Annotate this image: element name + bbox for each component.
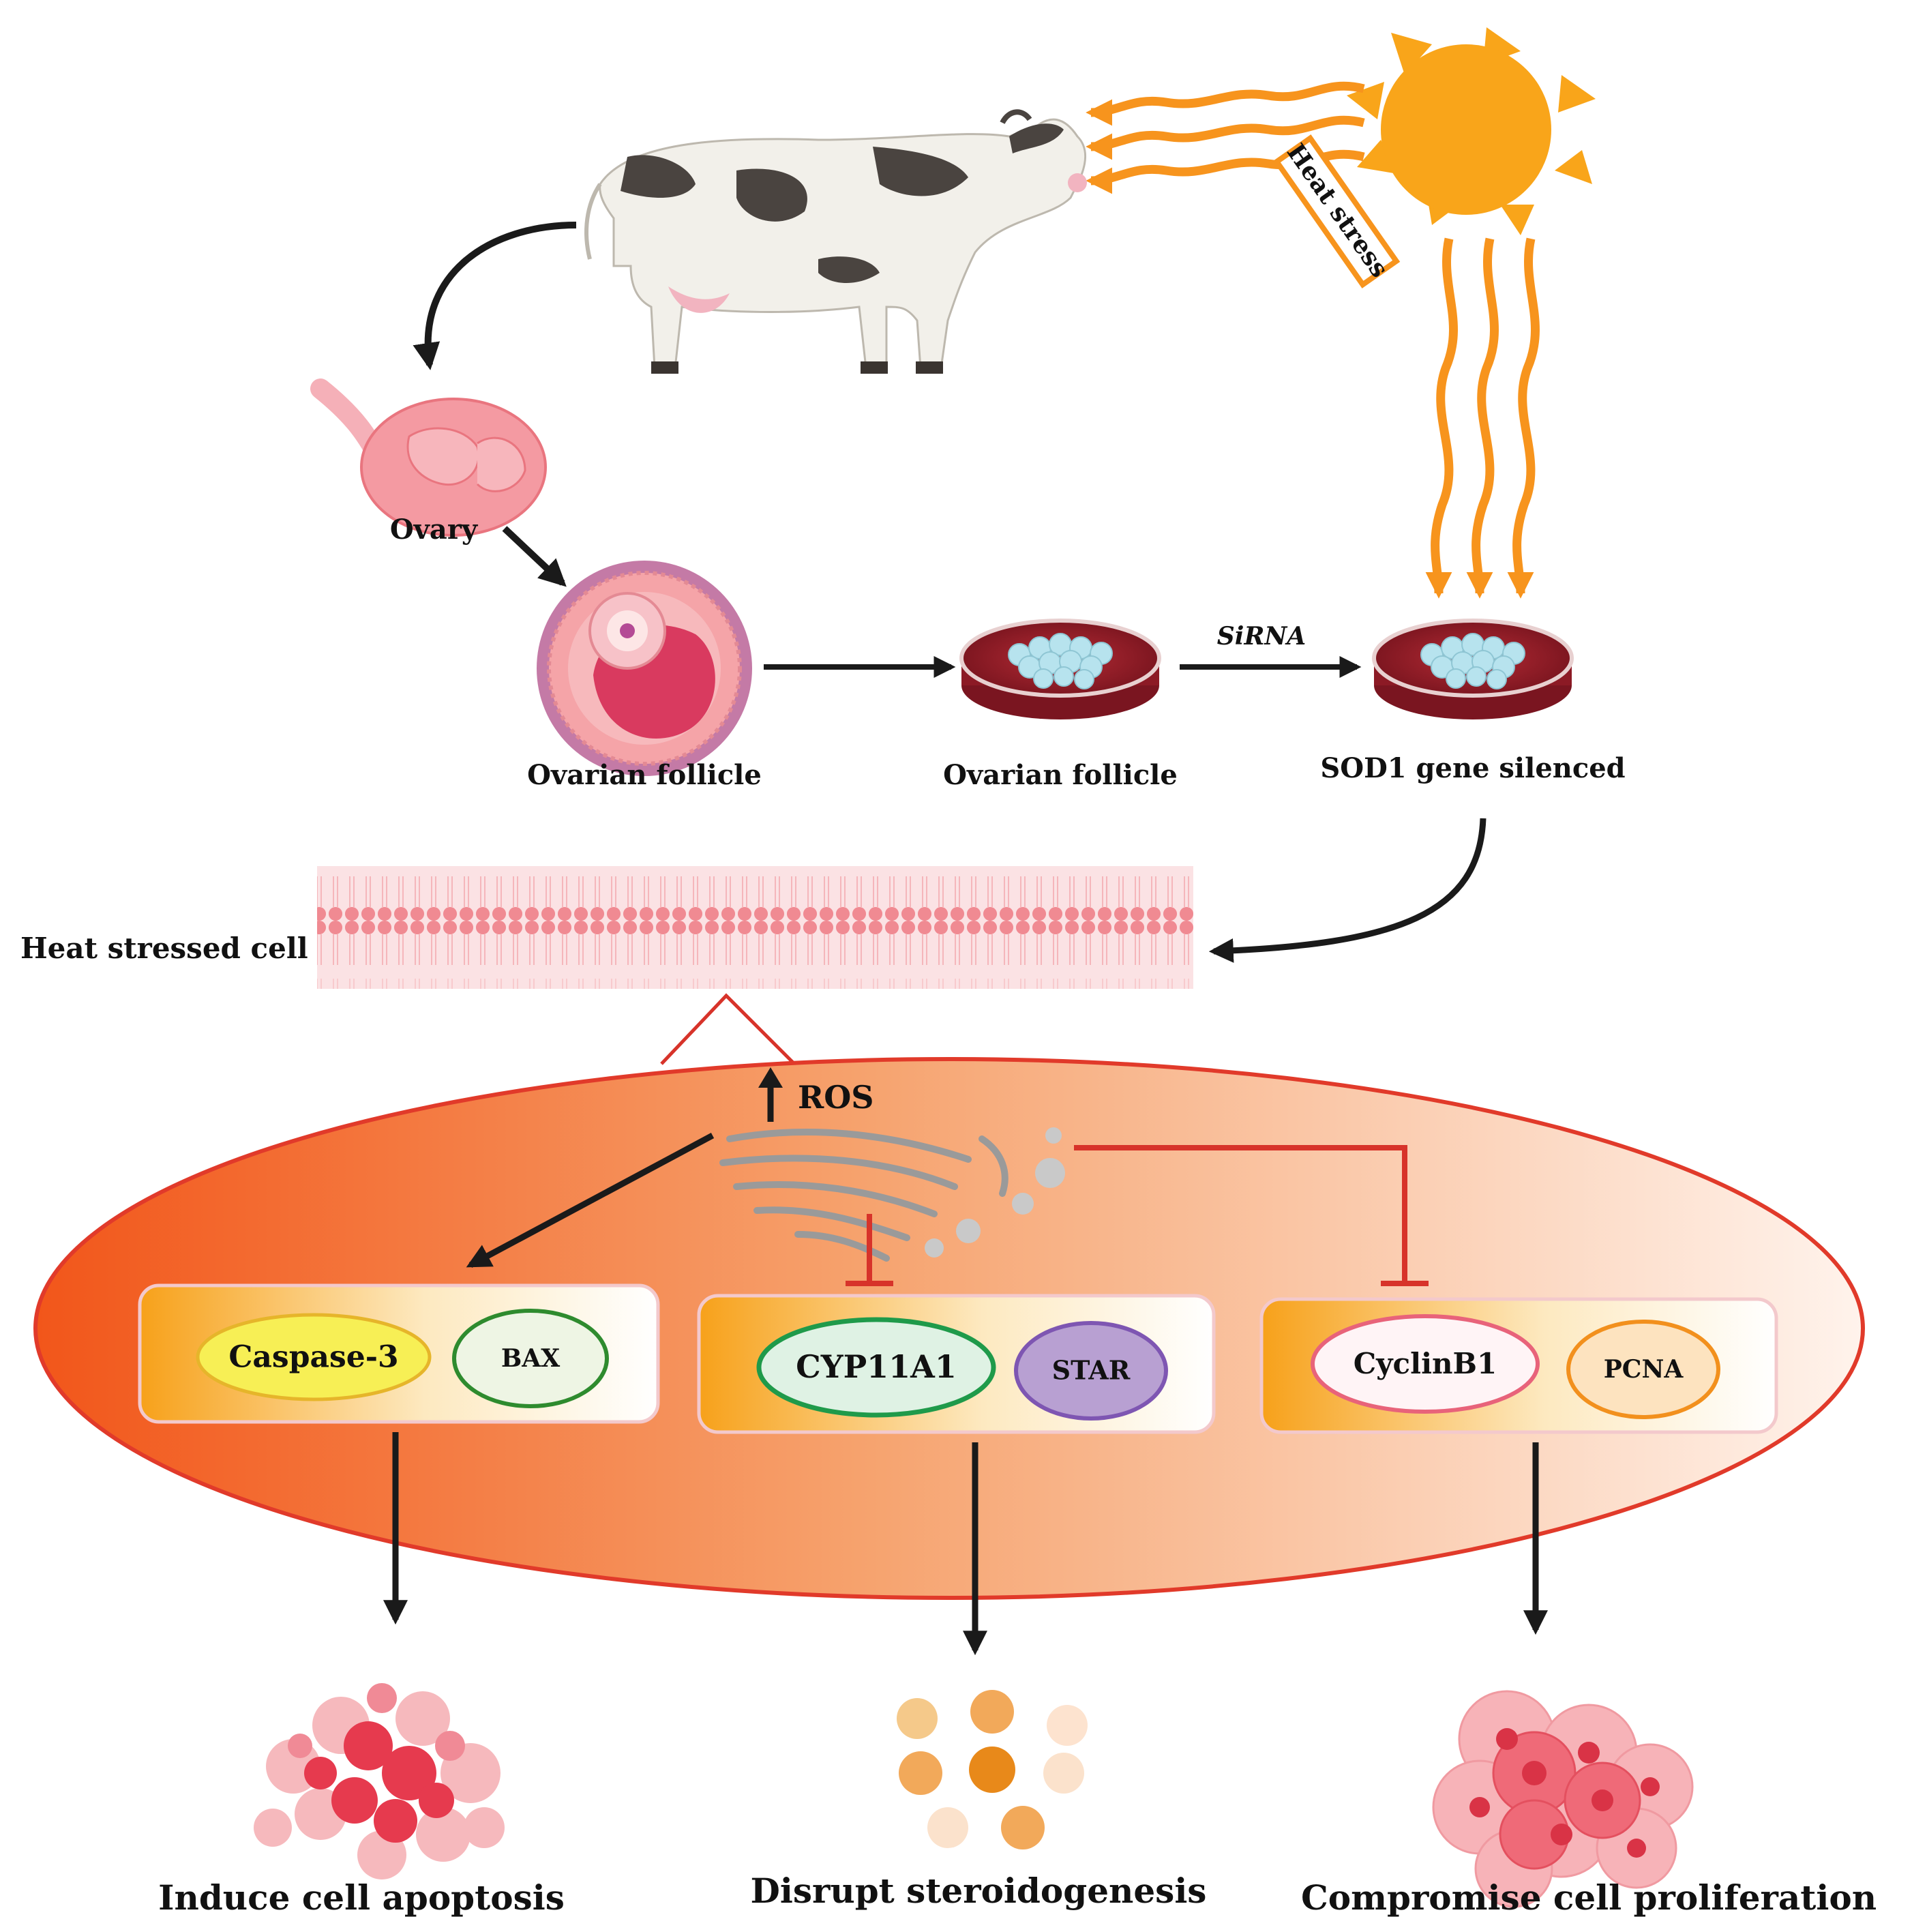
outcome-apoptosis-label: Induce cell apoptosis [158, 1877, 565, 1918]
ovarian-follicle-label-2: Ovarian follicle [943, 759, 1178, 791]
endoplasmic-reticulum-icon [719, 1129, 1009, 1262]
ros-up-arrow-icon [758, 1067, 783, 1122]
heat-stressed-cell-label: Heat stressed cell [20, 932, 308, 965]
proliferation-gene-box: CyclinB1 PCNA [1259, 1297, 1778, 1434]
outcome-steroidogenesis-label: Disrupt steroidogenesis [751, 1871, 1207, 1911]
sod1-label: SOD1 gene silenced [1320, 752, 1625, 784]
gene-cyclinb1: CyclinB1 [1354, 1347, 1497, 1380]
outcome-proliferation-label: Compromise cell proliferation [1301, 1877, 1877, 1918]
proliferating-cells-icon [1432, 1690, 1694, 1908]
apoptotic-cells-icon [254, 1683, 505, 1879]
gene-bax: BAX [501, 1344, 560, 1373]
ovarian-follicle-icon [537, 561, 752, 776]
heat-waves-to-dish [1425, 237, 1540, 599]
apoptosis-gene-box: Caspase-3 BAX [138, 1283, 660, 1424]
gene-star: STAR [1052, 1355, 1131, 1386]
gene-cyp11a1: CYP11A1 [796, 1348, 957, 1385]
inhibit-steroidogenesis-line [846, 1214, 893, 1286]
sirna-label: SiRNA [1217, 622, 1306, 651]
cell-membrane [317, 866, 1193, 989]
zoom-lines [660, 993, 796, 1065]
steroidogenesis-gene-box: CYP11A1 STAR [697, 1294, 1216, 1434]
gene-caspase-3: Caspase-3 [228, 1340, 398, 1375]
sod1-to-cell-arrow [1208, 818, 1487, 963]
petri-dish-icon-1 [959, 619, 1161, 719]
ros-label: ROS [798, 1079, 874, 1116]
gene-pcna: PCNA [1604, 1355, 1684, 1384]
cow-icon [584, 109, 1087, 374]
ovary-icon [310, 378, 547, 537]
inhibit-proliferation-line [1074, 1145, 1429, 1286]
ovary-label: Ovary [390, 514, 479, 546]
cow-to-ovary-arrow [413, 222, 577, 370]
ovary-to-follicle-arrow [502, 526, 567, 587]
petri-dish-icon-2 [1372, 619, 1574, 719]
ros-to-apoptosis-arrow [466, 1133, 715, 1268]
vesicles-icon [925, 1127, 1065, 1258]
steroid-droplets-icon [897, 1690, 1088, 1849]
ovarian-follicle-label-1: Ovarian follicle [527, 759, 762, 791]
sun-icon [1347, 27, 1596, 235]
